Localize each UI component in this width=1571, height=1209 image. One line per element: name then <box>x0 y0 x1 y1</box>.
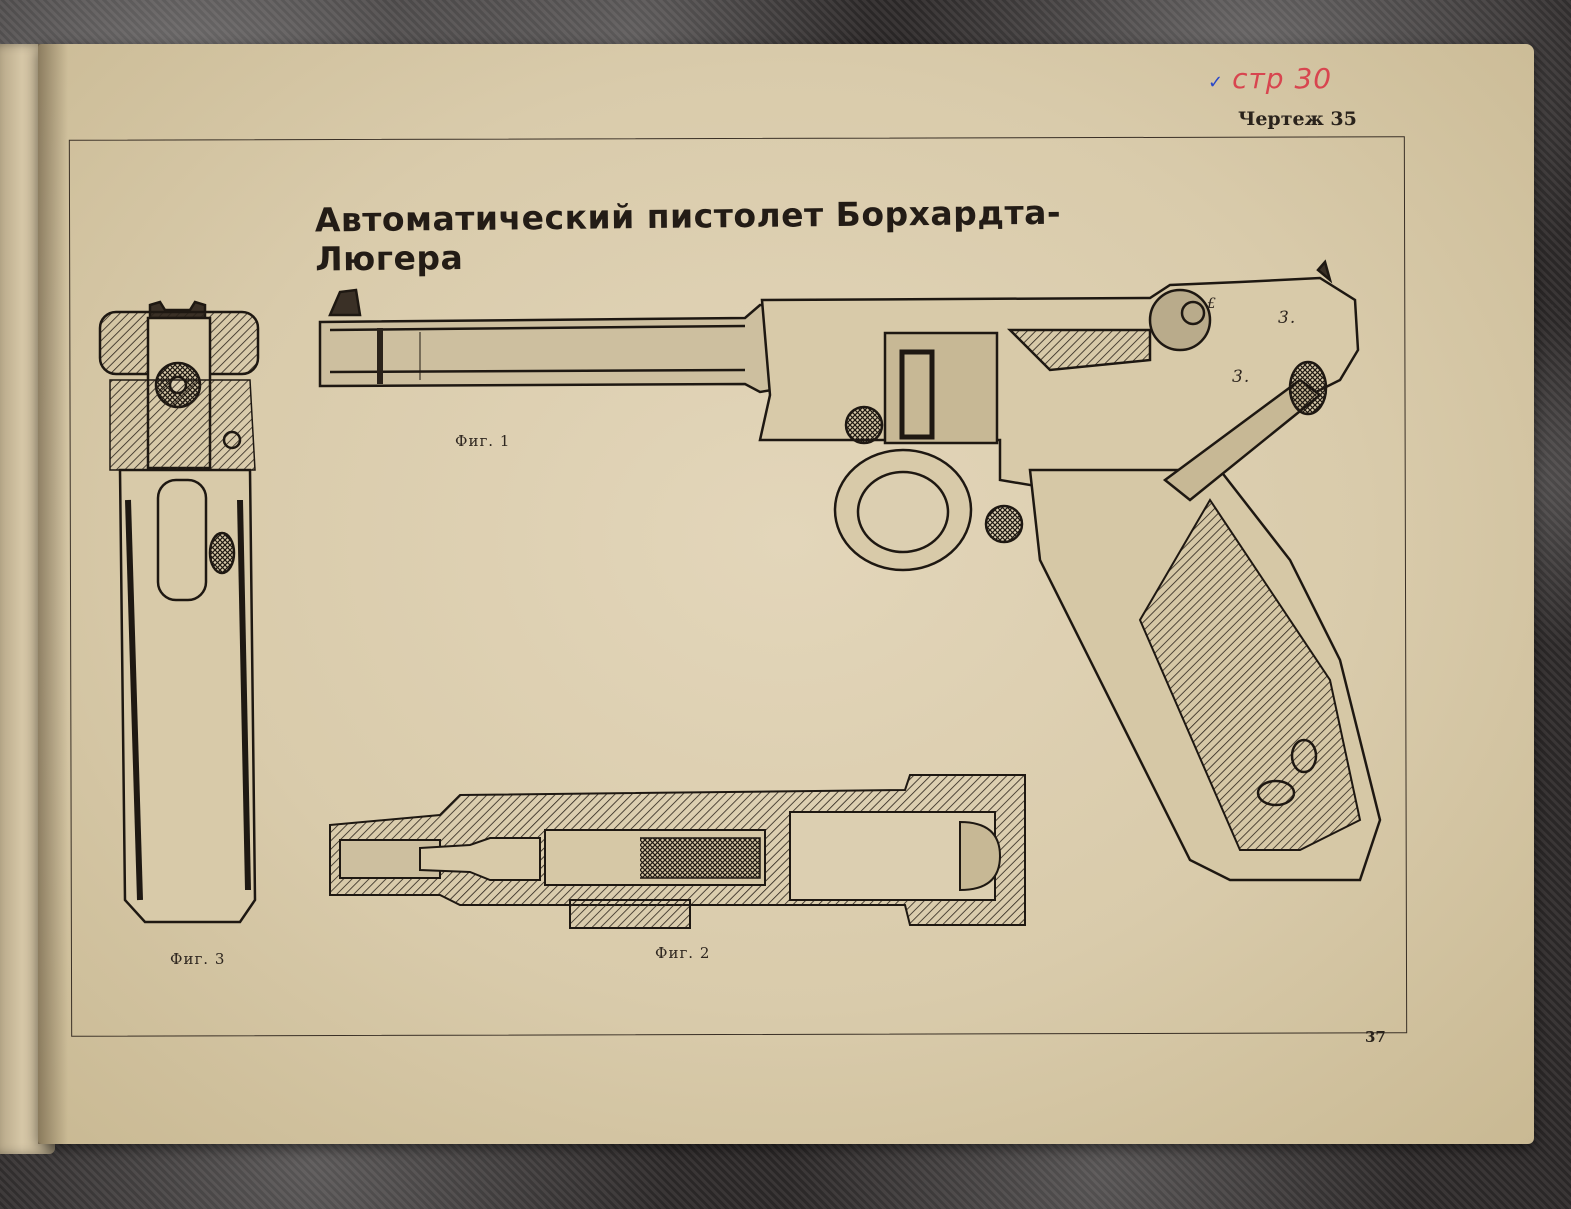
part-label: 3. <box>1232 367 1251 387</box>
part-label: £ <box>1207 296 1217 312</box>
page-gutter-shadow <box>38 44 68 1144</box>
figure-caption-fig1: Фиг. 1 <box>455 432 511 450</box>
fig2-section-view <box>329 774 1026 929</box>
figure-caption-fig2: Фиг. 2 <box>655 944 711 962</box>
sheet-label: Чертеж 35 <box>1238 108 1357 130</box>
fig3-rear-view <box>98 300 260 924</box>
check-mark: ✓ <box>1208 72 1225 93</box>
part-label: 3. <box>1278 308 1297 328</box>
figure-caption-fig3: Фиг. 3 <box>170 950 226 968</box>
page-number: 37 <box>1365 1028 1386 1046</box>
handwritten-note-text: стр 30 <box>1232 62 1333 95</box>
fig1-side-view <box>318 259 1382 882</box>
handwritten-note: ✓ стр 30 <box>1208 62 1332 95</box>
